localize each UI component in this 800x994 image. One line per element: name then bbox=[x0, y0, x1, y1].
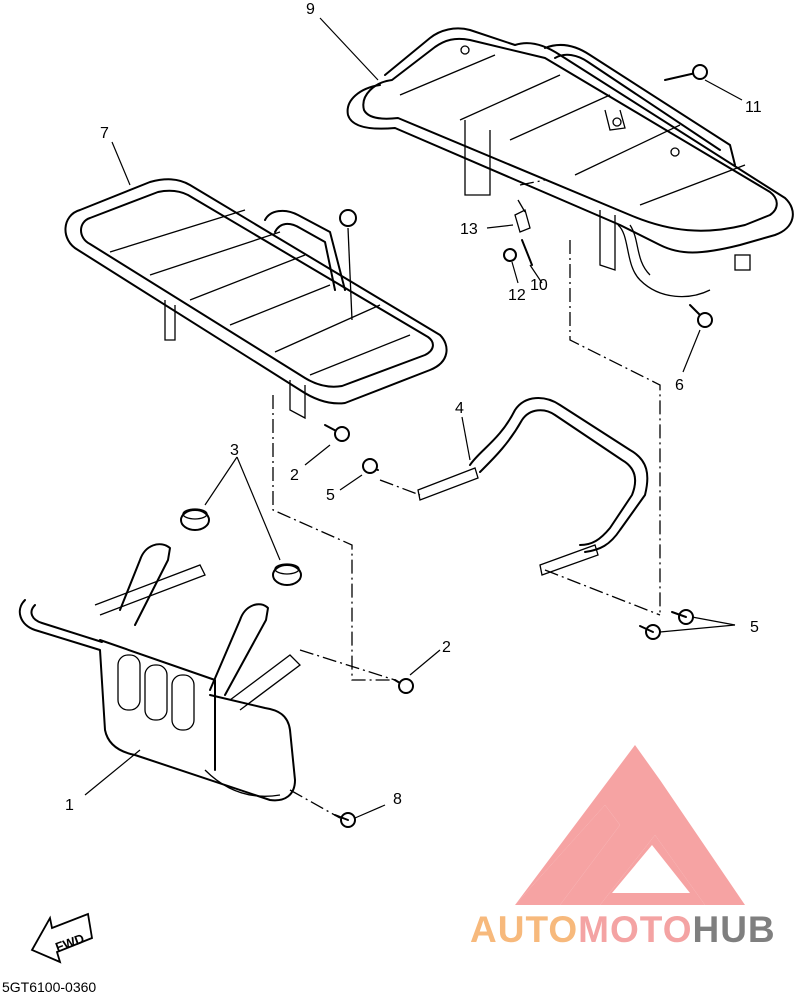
front-bumper-part-1 bbox=[18, 543, 301, 802]
callout-4: 4 bbox=[455, 400, 464, 417]
callout-1: 1 bbox=[65, 797, 74, 814]
forward-arrow-icon: FWD bbox=[30, 912, 94, 964]
watermark-moto: MOTO bbox=[578, 909, 692, 950]
assembly-lines bbox=[272, 179, 661, 819]
watermark-auto: AUTO bbox=[470, 909, 578, 950]
spacers-part-3 bbox=[180, 508, 302, 586]
bolt-part-5-lower-b bbox=[639, 624, 661, 640]
grab-bar-part-4 bbox=[417, 397, 649, 576]
leader-lines bbox=[84, 17, 743, 819]
callout-12: 12 bbox=[508, 287, 526, 304]
callout-9: 9 bbox=[306, 1, 315, 18]
pin-part-10 bbox=[521, 239, 533, 266]
callout-2-upper: 2 bbox=[290, 467, 299, 484]
rear-carrier-part-9 bbox=[346, 27, 794, 298]
clip-part-13 bbox=[514, 209, 531, 233]
callout-2-lower: 2 bbox=[442, 639, 451, 656]
fasteners bbox=[324, 64, 713, 828]
bolt-part-5-lower-a bbox=[671, 609, 694, 625]
bolt-part-2-upper bbox=[324, 424, 350, 442]
callout-6: 6 bbox=[675, 377, 684, 394]
bolt-part-5-upper bbox=[362, 458, 379, 474]
callout-5-lower: 5 bbox=[750, 619, 759, 636]
nut-part-12 bbox=[503, 248, 517, 262]
callout-10: 10 bbox=[530, 277, 548, 294]
diagram-code: 5GT6100-0360 bbox=[2, 979, 96, 994]
bolt-part-2-lower bbox=[394, 678, 414, 694]
bolt-part-8 bbox=[334, 812, 356, 828]
bolt-part-11 bbox=[664, 64, 708, 81]
callout-7: 7 bbox=[100, 125, 109, 142]
callout-11: 11 bbox=[745, 99, 762, 116]
bolt-part-6 bbox=[689, 304, 713, 328]
callout-8: 8 bbox=[393, 791, 402, 808]
callout-3: 3 bbox=[230, 442, 239, 459]
callout-13: 13 bbox=[460, 221, 478, 238]
watermark-text: AUTOMOTOHUB bbox=[470, 909, 776, 950]
front-carrier-part-7 bbox=[64, 178, 448, 420]
callout-numbers: 9 7 11 13 12 10 6 3 4 2 5 2 5 8 1 bbox=[65, 1, 762, 814]
watermark-hub: HUB bbox=[692, 909, 775, 950]
watermark-logo bbox=[470, 745, 745, 905]
callout-5-upper: 5 bbox=[326, 487, 335, 504]
